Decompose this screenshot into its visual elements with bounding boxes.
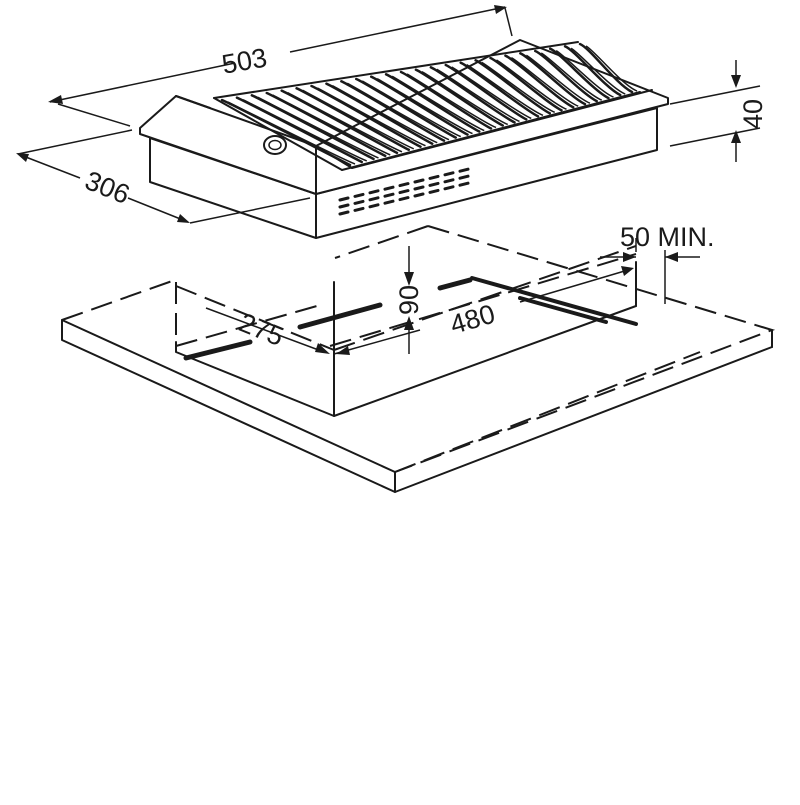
grate-bar <box>489 56 563 112</box>
grate-bar <box>534 49 598 103</box>
grate-bar-edge <box>346 82 450 141</box>
vent-slot <box>458 167 470 173</box>
grate-bar-edge <box>242 98 368 162</box>
grate-bar-edge <box>436 68 520 123</box>
grate-bar-edge <box>585 45 638 92</box>
grate-bar-edge <box>376 77 473 135</box>
countertop-front-top-edge <box>61 319 396 473</box>
grate-bar <box>250 94 375 161</box>
vent-slot <box>428 174 440 180</box>
grill-grate-icon <box>213 41 641 171</box>
grate-bar-edge <box>302 89 415 150</box>
grate-bar <box>444 63 528 121</box>
vent-slot <box>413 185 425 191</box>
vent-slot <box>413 192 425 198</box>
dimension-50-min: 50 MIN. <box>600 222 715 304</box>
dimension-306-label: 306 <box>81 165 134 210</box>
grate-bar-edge <box>525 54 591 104</box>
vent-slot <box>458 181 470 187</box>
grate-bar-edge <box>406 73 497 129</box>
grate-rail <box>213 41 579 99</box>
grate-bar-edge <box>287 91 403 153</box>
grate-bar-edge <box>227 101 356 165</box>
vent-slot <box>383 199 395 205</box>
grate-bar <box>325 82 434 145</box>
vent-slot <box>338 196 350 202</box>
grate-bar-edge <box>421 70 509 126</box>
grate-bar-edge <box>332 84 438 144</box>
grill-appliance <box>139 39 669 239</box>
dimension-40-label: 40 <box>738 99 768 129</box>
control-knob-icon <box>263 135 287 155</box>
vent-slot <box>443 171 455 177</box>
grate-bar <box>563 45 622 97</box>
grate-bar-edge <box>540 52 603 101</box>
countertop-front-bottom-edge <box>394 346 773 493</box>
grate-bar <box>280 89 399 155</box>
countertop-left-edge <box>61 319 396 493</box>
countertop <box>61 225 776 493</box>
grate-bar-edge <box>555 49 614 98</box>
grate-bar <box>295 87 410 152</box>
vent-slot <box>353 199 365 205</box>
grate-bar <box>399 70 493 130</box>
dimension-50-min-label: 50 MIN. <box>620 222 715 252</box>
grate-bar <box>548 47 610 100</box>
grate-bar-edge <box>496 59 567 110</box>
vent-slot <box>338 203 350 209</box>
grate-bar <box>578 42 634 94</box>
grate-bar-edge <box>391 75 485 132</box>
countertop-top-outline <box>61 279 176 321</box>
vent-slot <box>428 188 440 194</box>
dimension-90-label: 90 <box>394 285 424 315</box>
grate-bar <box>310 84 422 148</box>
vent-slot <box>443 178 455 184</box>
grate-bar-edge <box>511 56 579 107</box>
vent-slots-icon <box>338 167 470 216</box>
grate-bar-edge <box>570 47 626 95</box>
grate-bar <box>384 73 481 133</box>
vent-slot <box>398 182 410 188</box>
vent-slot <box>368 189 380 195</box>
vent-slot <box>368 203 380 209</box>
grate-bar-edge <box>451 66 532 120</box>
grate-bar-edge <box>481 61 556 113</box>
vent-slot <box>413 178 425 184</box>
grate-bar-edge <box>257 96 379 159</box>
grate-bar <box>414 68 504 127</box>
vent-slot <box>368 196 380 202</box>
vent-slot <box>353 206 365 212</box>
vent-slot <box>383 185 395 191</box>
grate-rail <box>213 97 343 171</box>
grate-bar <box>459 61 540 118</box>
vent-slot <box>353 192 365 198</box>
grate-bar <box>355 77 457 139</box>
grate-bar <box>265 91 387 158</box>
dimension-480-label: 480 <box>447 299 499 340</box>
grate-bar-edge <box>317 87 426 147</box>
dimension-90: 90 <box>394 246 424 354</box>
grate-bar <box>429 66 516 124</box>
grate-bar-edge <box>361 80 462 138</box>
grate-bar-edge <box>272 94 391 156</box>
grate-bar <box>504 54 575 109</box>
grate-bar <box>519 52 587 106</box>
grate-bar-edge <box>466 63 544 117</box>
vent-slot <box>383 192 395 198</box>
vent-slot <box>398 189 410 195</box>
dimension-40: 40 <box>669 60 768 162</box>
vent-slot <box>428 181 440 187</box>
grate-bar <box>474 59 551 115</box>
grate-bar <box>340 80 446 142</box>
grate-bar <box>369 75 469 136</box>
vent-slot <box>443 185 455 191</box>
dimension-503-label: 503 <box>220 42 270 79</box>
vent-slot <box>398 196 410 202</box>
vent-slot <box>338 210 350 216</box>
vent-slot <box>458 174 470 180</box>
grate-rail <box>341 91 641 171</box>
